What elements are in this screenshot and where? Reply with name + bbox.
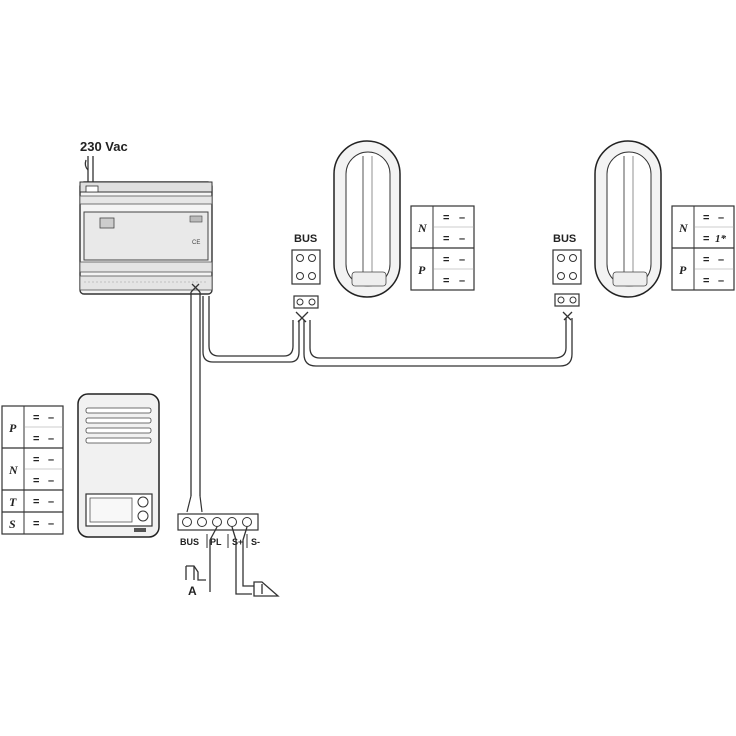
power-supply-module: CE	[79, 181, 213, 295]
handset-2-n-val: 1*	[715, 233, 727, 245]
handset-1-bus-connector	[291, 249, 321, 309]
handset-2-p-val: –	[718, 275, 724, 287]
terminal-separators	[206, 534, 248, 548]
handset-2-row-n-key: N	[678, 221, 689, 235]
handset-2-p-val: –	[718, 254, 724, 266]
door-t-val: =	[33, 496, 39, 508]
door-terminal-block	[177, 495, 259, 531]
door-entry-panel	[77, 393, 160, 538]
handset-1-jumper-table: N = – = – P = – = –	[410, 205, 475, 291]
door-p-val: =	[33, 412, 39, 424]
terminal-label-pl: PL	[210, 537, 222, 547]
bus-label-right: BUS	[553, 233, 576, 245]
handset-1-p-val: –	[459, 254, 465, 266]
bus-wires	[190, 283, 573, 496]
handset-1-row-n-key: N	[417, 221, 428, 235]
terminal-label-s-plus: S+	[232, 537, 243, 547]
terminal-label-s-minus: S-	[251, 537, 260, 547]
handset-1-p-val: –	[459, 275, 465, 287]
handset-2-p-val: =	[703, 275, 709, 287]
speaker-wiring	[231, 526, 280, 597]
voltage-label: 230 Vac	[80, 139, 128, 154]
handset-2-bus-connector	[552, 249, 582, 307]
mains-wire	[84, 156, 94, 184]
handset-2-n-val: –	[718, 212, 724, 224]
door-row-n-key: N	[8, 463, 19, 477]
handset-2-row-p-key: P	[679, 263, 687, 277]
handset-1-row-p-key: P	[418, 263, 426, 277]
door-n-val: –	[48, 454, 54, 466]
handset-1-n-val: =	[443, 212, 449, 224]
handset-2	[594, 140, 662, 298]
door-s-val: =	[33, 518, 39, 530]
door-panel-jumper-table: P = – = – N = – = – T = – S = –	[1, 405, 64, 535]
handset-1-p-val: =	[443, 254, 449, 266]
bus-label-left: BUS	[294, 233, 317, 245]
handset-2-n-val: =	[703, 233, 709, 245]
door-n-val: =	[33, 454, 39, 466]
door-n-val: =	[33, 475, 39, 487]
lock-label: A	[188, 584, 197, 598]
handset-1-p-val: =	[443, 275, 449, 287]
handset-2-jumper-table: N = – = 1* P = – = –	[671, 205, 735, 291]
door-p-val: –	[48, 412, 54, 424]
terminal-label-bus: BUS	[180, 537, 199, 547]
door-p-val: –	[48, 433, 54, 445]
handset-1-n-val: –	[459, 233, 465, 245]
door-p-val: =	[33, 433, 39, 445]
handset-1-n-val: –	[459, 212, 465, 224]
door-s-val: –	[48, 518, 54, 530]
door-row-s-key: S	[9, 517, 16, 531]
door-t-val: –	[48, 496, 54, 508]
door-row-t-key: T	[9, 495, 17, 509]
handset-2-n-val: =	[703, 212, 709, 224]
door-row-p-key: P	[9, 421, 17, 435]
handset-2-p-val: =	[703, 254, 709, 266]
lock-wiring	[185, 526, 218, 592]
door-n-val: –	[48, 475, 54, 487]
svg-text:CE: CE	[192, 240, 200, 246]
handset-1-n-val: =	[443, 233, 449, 245]
handset-1	[333, 140, 401, 298]
